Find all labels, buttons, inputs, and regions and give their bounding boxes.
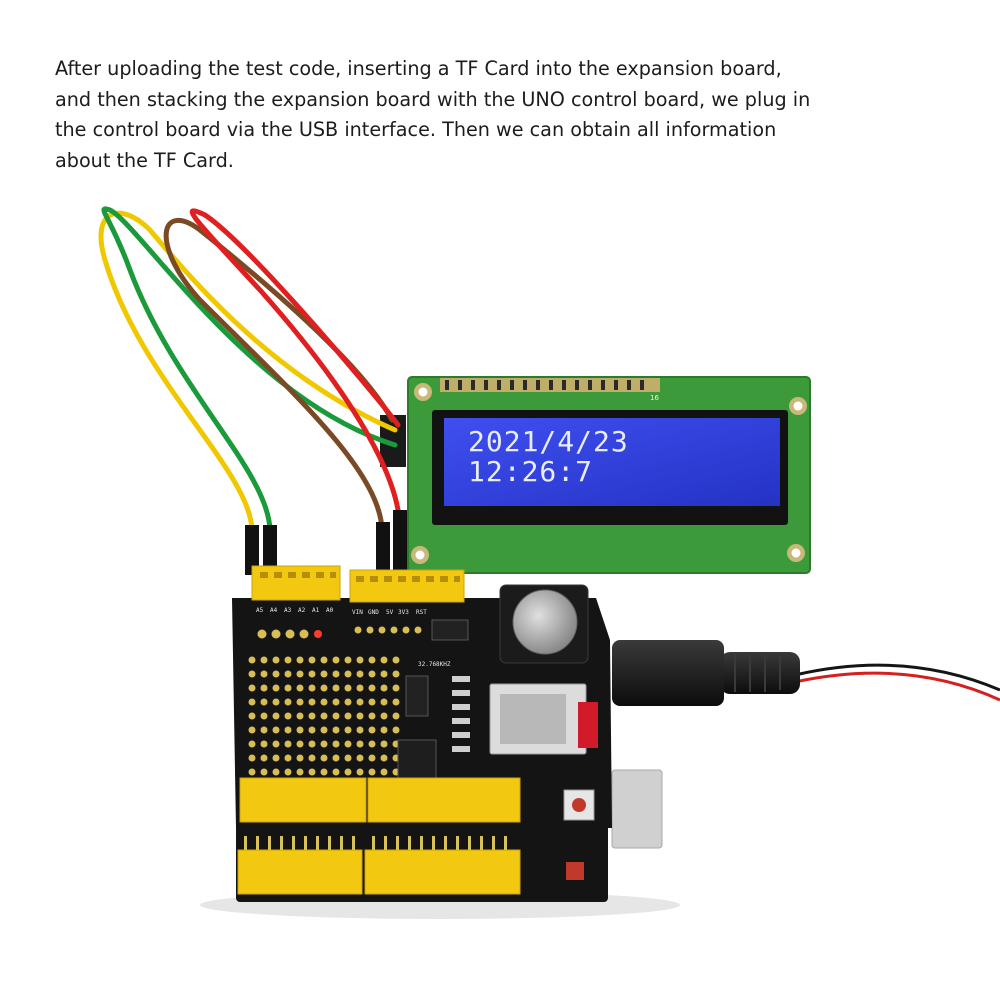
pin-label-vin: VIN [352,609,363,616]
shield-reset-knob [572,798,586,812]
usb-cable [612,640,1000,706]
caption-line-4: about the TF Card. [55,148,234,172]
wire-green [101,206,398,533]
ic-chip [397,739,437,785]
wire-brown [163,217,395,533]
pin-label-3v3: 3V3 [398,609,409,616]
uno-usb-port [611,769,663,849]
pin-label-rst: RST [416,609,427,616]
uno-reset-button [566,862,584,880]
pin-label-a2: A2 [298,607,306,614]
i2c-pads [257,629,309,639]
caption-line-3: the control board via the USB interface.… [55,118,777,141]
ic-chip [405,675,429,717]
power-led [314,630,322,638]
crystal-label: 32.768KHZ [418,661,451,668]
prototype-area [248,656,400,776]
tf-card-slot-inner [500,694,566,744]
lcd-module: 16 2021/4/23 12:26:7 [380,376,811,574]
rtc-chip [431,619,469,641]
uno-board [236,769,663,902]
dupont-connector [376,522,390,574]
wire-red [189,208,403,533]
uno-header-right [364,849,521,895]
lcd-line-1: 2021/4/23 [468,425,629,458]
wire-yellow [98,210,398,533]
coin-battery [512,589,578,655]
header-pads-right [354,626,422,634]
uno-pin-row [244,836,507,850]
caption-line-2: and then stacking the expansion board wi… [55,87,811,111]
usb-plug [612,640,724,706]
caption-line-1: After uploading the test code, inserting… [55,57,782,80]
resistor-array [452,676,470,752]
pin-label-5v: 5V [386,609,394,616]
tf-card [578,702,598,748]
usb-strain-relief [720,652,800,694]
lcd-pin-number: 16 [650,394,659,402]
caption-paragraph: After uploading the test code, inserting… [55,54,955,176]
lcd-line-2: 12:26:7 [468,455,593,488]
pin-label-a5: A5 [256,607,264,614]
uno-header-left [237,849,363,895]
shield-header-power [349,569,465,603]
dupont-connector [245,525,259,575]
pin-label-a0: A0 [326,607,334,614]
lcd-pins [445,380,644,390]
pin-label-gnd: GND [368,609,379,616]
pin-label-a3: A3 [284,607,292,614]
shield-header-bottom-left [239,777,367,823]
dupont-connector [263,525,277,575]
pin-label-a1: A1 [312,607,320,614]
pin-label-a4: A4 [270,607,278,614]
jumper-wires [98,206,403,533]
lcd-screen [444,418,780,506]
shield-header-analog [251,565,341,601]
shield-header-bottom-right [367,777,521,823]
expansion-board: A5 A4 A3 A2 A1 A0 VIN GND 5V 3V3 RST 32.… [232,565,612,828]
dupont-connector [393,510,407,574]
